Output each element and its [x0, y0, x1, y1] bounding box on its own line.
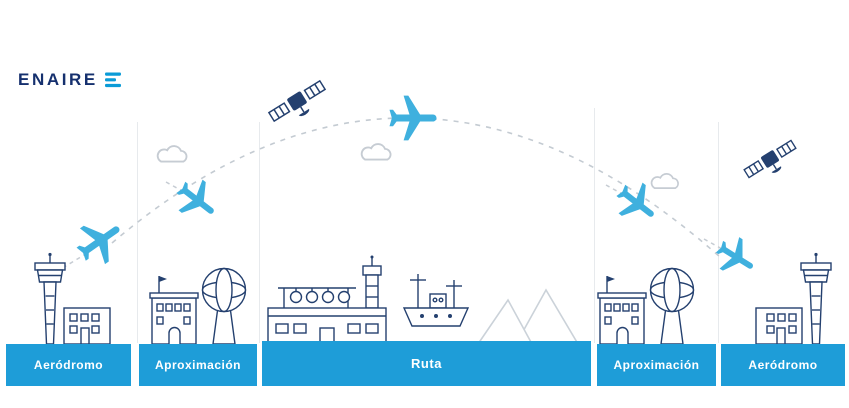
airplane-descent-left-icon	[168, 172, 226, 228]
satellite-right-icon	[742, 138, 802, 187]
phase-banner-ruta: Ruta	[262, 341, 591, 386]
contrail-line	[55, 254, 85, 273]
contrail-line	[703, 238, 723, 250]
terminal-building-icon	[267, 254, 387, 345]
mountains-icon	[477, 289, 579, 345]
phase-banner-aerodromo-right: Aeródromo	[721, 344, 845, 386]
radar-dome-left-icon	[149, 267, 247, 345]
phase-label: Aproximación	[154, 358, 241, 372]
cloud-icon	[156, 145, 188, 163]
phase-label: Aeródromo	[33, 358, 104, 372]
enaire-logo-text: ENAIRE	[18, 70, 98, 89]
phase-label: Aeródromo	[748, 358, 818, 372]
radar-dome-right-icon	[597, 267, 695, 345]
phase-banner-aerodromo-left: Aeródromo	[6, 344, 131, 386]
control-tower-right-icon	[755, 252, 832, 345]
satellite-left-icon	[267, 78, 332, 132]
phase-label: Ruta	[411, 356, 442, 371]
cloud-icon	[650, 173, 679, 189]
control-tower-left-icon	[34, 252, 111, 345]
enaire-logo-icon	[104, 72, 123, 88]
cloud-icon	[360, 143, 392, 161]
airplane-cruise-icon	[389, 95, 437, 141]
airplane-landing-icon	[709, 230, 763, 284]
phase-banner-aproximacion-right: Aproximación	[597, 344, 716, 386]
enaire-logo: ENAIRE	[18, 70, 123, 90]
airplane-climb-icon	[68, 209, 132, 273]
ship-icon	[403, 273, 469, 327]
phase-banner-aproximacion-left: Aproximación	[139, 344, 257, 386]
phase-label: Aproximación	[613, 358, 700, 372]
